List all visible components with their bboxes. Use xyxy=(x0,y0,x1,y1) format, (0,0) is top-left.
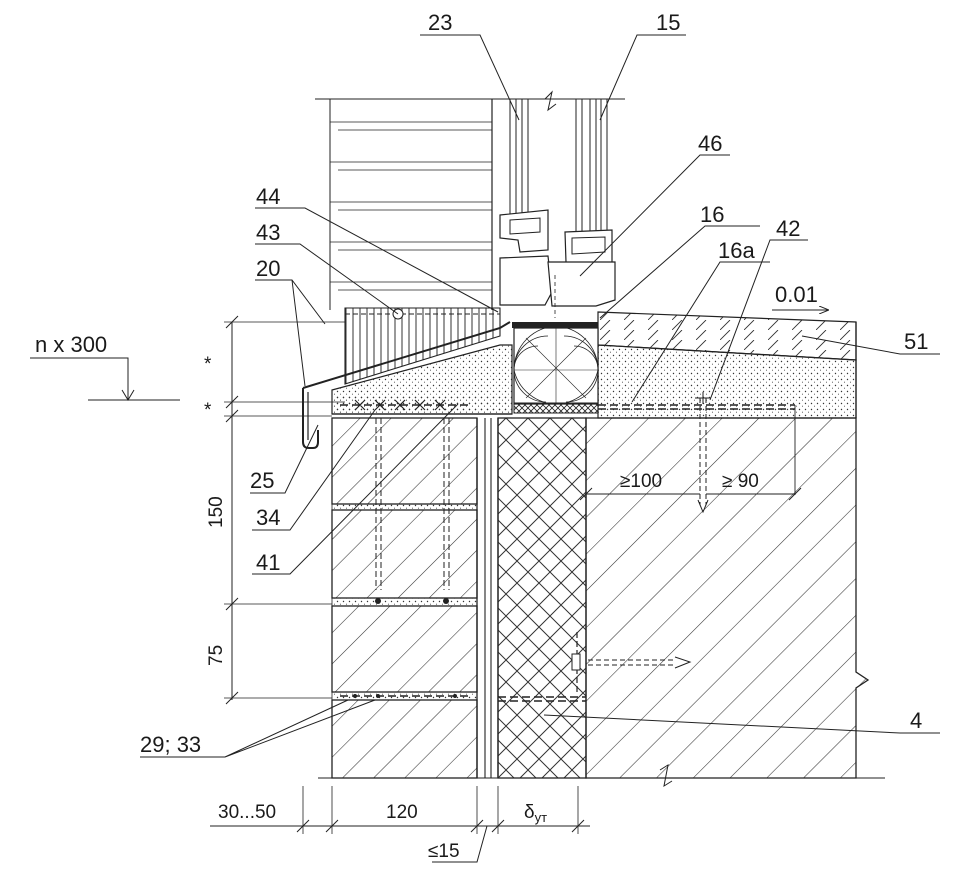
callout-15: 15 xyxy=(656,10,680,35)
callout-20: 20 xyxy=(256,256,280,281)
window-frame-profile xyxy=(499,209,616,318)
callout-43: 43 xyxy=(256,220,280,245)
sealing-tape xyxy=(512,322,598,328)
brick-masonry xyxy=(331,417,478,779)
star-mark-1: * xyxy=(204,354,212,375)
dim-30-50: 30...50 xyxy=(218,802,276,823)
dim-delta-insulation: δут xyxy=(524,802,547,825)
air-gap xyxy=(476,418,499,778)
horizontal-dimensions xyxy=(210,786,590,863)
callout-labels: 23 15 46 16 16a 42 44 43 20 51 25 34 41 … xyxy=(35,10,928,757)
upper-wall-frame xyxy=(315,98,625,310)
dim-120: 120 xyxy=(386,802,418,823)
delta-subscript: ут xyxy=(535,810,548,825)
break-lines xyxy=(318,322,885,788)
window-sill-ledge xyxy=(344,307,501,385)
callout-16a: 16a xyxy=(718,238,755,263)
dim-150: 150 xyxy=(206,496,227,528)
masonry-reinforcement xyxy=(340,418,470,698)
callout-leaders xyxy=(30,34,940,758)
callout-4: 4 xyxy=(910,708,922,733)
vertical-dimensions xyxy=(224,315,345,705)
callout-41: 41 xyxy=(256,550,280,575)
module-label: n x 300 xyxy=(35,332,107,357)
dim-ge100: ≥100 xyxy=(620,471,662,492)
callout-44: 44 xyxy=(256,184,280,209)
callout-29-33: 29; 33 xyxy=(140,732,201,757)
siding-panels xyxy=(330,121,492,291)
callout-42: 42 xyxy=(776,216,800,241)
star-mark-2: * xyxy=(204,400,212,421)
floor-construction xyxy=(597,311,857,514)
wall-anchor xyxy=(498,632,692,702)
dim-ge90: ≥ 90 xyxy=(722,471,759,492)
callout-25: 25 xyxy=(250,468,274,493)
callout-51: 51 xyxy=(904,329,928,354)
callout-34: 34 xyxy=(256,505,280,530)
callout-23: 23 xyxy=(428,10,452,35)
slope-label: 0.01 xyxy=(775,282,818,307)
thermal-insulation xyxy=(497,417,587,779)
mortar-bed xyxy=(332,396,512,415)
callout-46: 46 xyxy=(698,131,722,156)
callout-16: 16 xyxy=(700,202,724,227)
dim-75: 75 xyxy=(206,645,227,666)
min-dimensions xyxy=(579,487,802,501)
dim-le15: ≤15 xyxy=(428,841,460,862)
timber-sill xyxy=(513,325,599,405)
waterproofing-strip xyxy=(513,402,599,414)
delta-symbol: δ xyxy=(524,802,535,823)
